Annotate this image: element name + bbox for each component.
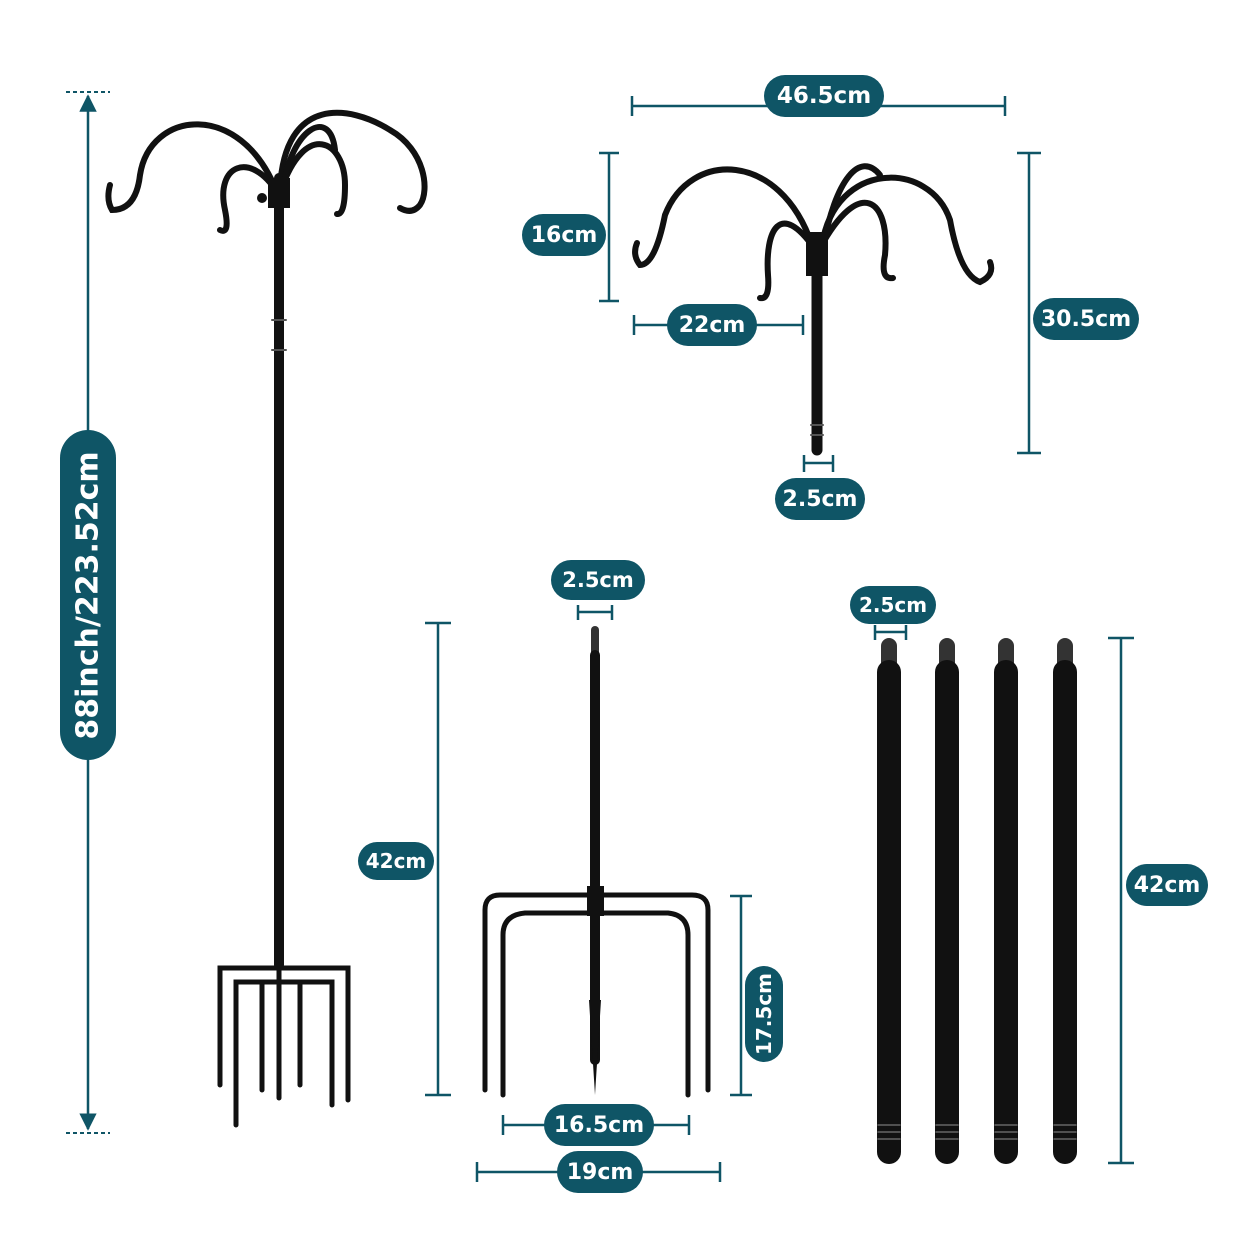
prong-inner-width-label: 16.5cm bbox=[544, 1104, 654, 1146]
pole-icon bbox=[877, 638, 901, 1164]
pole-icon bbox=[1053, 638, 1077, 1164]
extension-poles bbox=[877, 638, 1077, 1164]
top-pole-diameter-label: 2.5cm bbox=[775, 478, 865, 520]
hook-arms-icon bbox=[105, 109, 428, 234]
prong-height-text: 17.5cm bbox=[752, 972, 777, 1056]
pole-length-label: 42cm bbox=[1126, 864, 1208, 906]
overall-height-label: 88inch/223.52cm bbox=[60, 430, 116, 760]
arm-reach-label: 22cm bbox=[667, 304, 757, 346]
assembled-shepherd-hook bbox=[105, 109, 428, 1128]
hook-drop-label: 16cm bbox=[522, 214, 606, 256]
hook-top-section bbox=[632, 163, 995, 456]
prong-height-label: 17.5cm bbox=[745, 966, 783, 1062]
pole-dimension-lines bbox=[873, 625, 1134, 1165]
pole-icon bbox=[935, 638, 959, 1164]
top-height-label: 30.5cm bbox=[1033, 298, 1139, 340]
stake-prongs-icon bbox=[217, 962, 351, 1128]
stake-height-label: 42cm bbox=[358, 842, 434, 880]
ground-stake bbox=[482, 626, 711, 1098]
overall-height-text: 88inch/223.52cm bbox=[70, 450, 106, 740]
top-width-label: 46.5cm bbox=[764, 75, 884, 117]
pole-icon bbox=[994, 638, 1018, 1164]
stake-prongs-icon bbox=[482, 892, 711, 1098]
stake-thread-diameter-label: 2.5cm bbox=[551, 560, 645, 600]
pole-diameter-label: 2.5cm bbox=[850, 586, 936, 624]
prong-outer-width-label: 19cm bbox=[557, 1151, 643, 1193]
hanger-arms-icon bbox=[632, 163, 995, 302]
